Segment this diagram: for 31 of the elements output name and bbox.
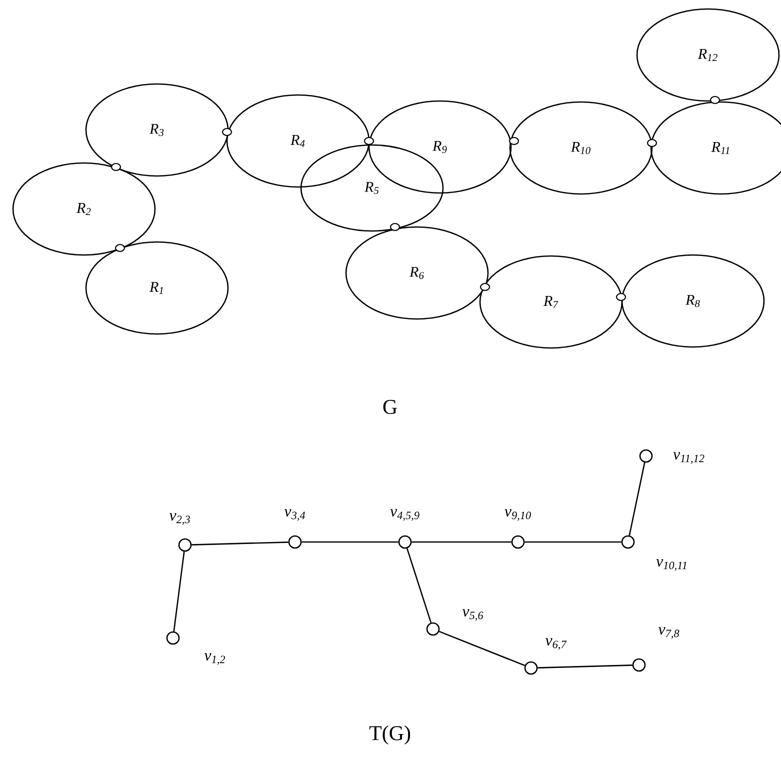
vertex-circle — [288, 535, 302, 549]
vertex-circle — [632, 658, 646, 672]
tree-edge — [412, 541, 512, 543]
vertex-label: v$_{1,2}$ — [204, 653, 226, 665]
vertex-label: v$_{7,8}$ — [658, 627, 680, 639]
vertex-label: v$_{6,7}$ — [545, 638, 567, 650]
vertex-label: v$_{11,12}$ — [673, 452, 704, 464]
vertex-circle — [166, 631, 180, 645]
vertex-label: v$_{10,11}$ — [656, 559, 686, 571]
vertex-label: v$_{4,5,9}$ — [390, 509, 420, 521]
vertex-circle — [398, 535, 412, 549]
tree-edge — [524, 541, 622, 543]
graph-caption: G — [383, 400, 397, 414]
tree-edge — [192, 542, 288, 546]
vertex-label: v$_{9,10}$ — [504, 509, 531, 521]
vertex-circle — [511, 535, 525, 549]
vertex-label: v$_{2,3}$ — [169, 513, 190, 525]
vertex-circle — [639, 449, 653, 463]
vertex-circle — [178, 538, 192, 552]
tree-edge — [406, 548, 432, 623]
tree-edge — [302, 541, 398, 543]
tree-edge — [538, 664, 632, 668]
graph-caption: T(G) — [369, 725, 410, 745]
tree-edge — [438, 630, 526, 666]
vertex-circle — [426, 622, 440, 636]
vertex-label: v$_{3,4}$ — [284, 509, 306, 521]
vertex-circle — [621, 535, 635, 549]
tree-edge — [173, 552, 185, 632]
tree-edge — [628, 462, 646, 536]
vertex-label: v$_{5,6}$ — [462, 609, 484, 621]
vertex-circle — [524, 661, 538, 675]
